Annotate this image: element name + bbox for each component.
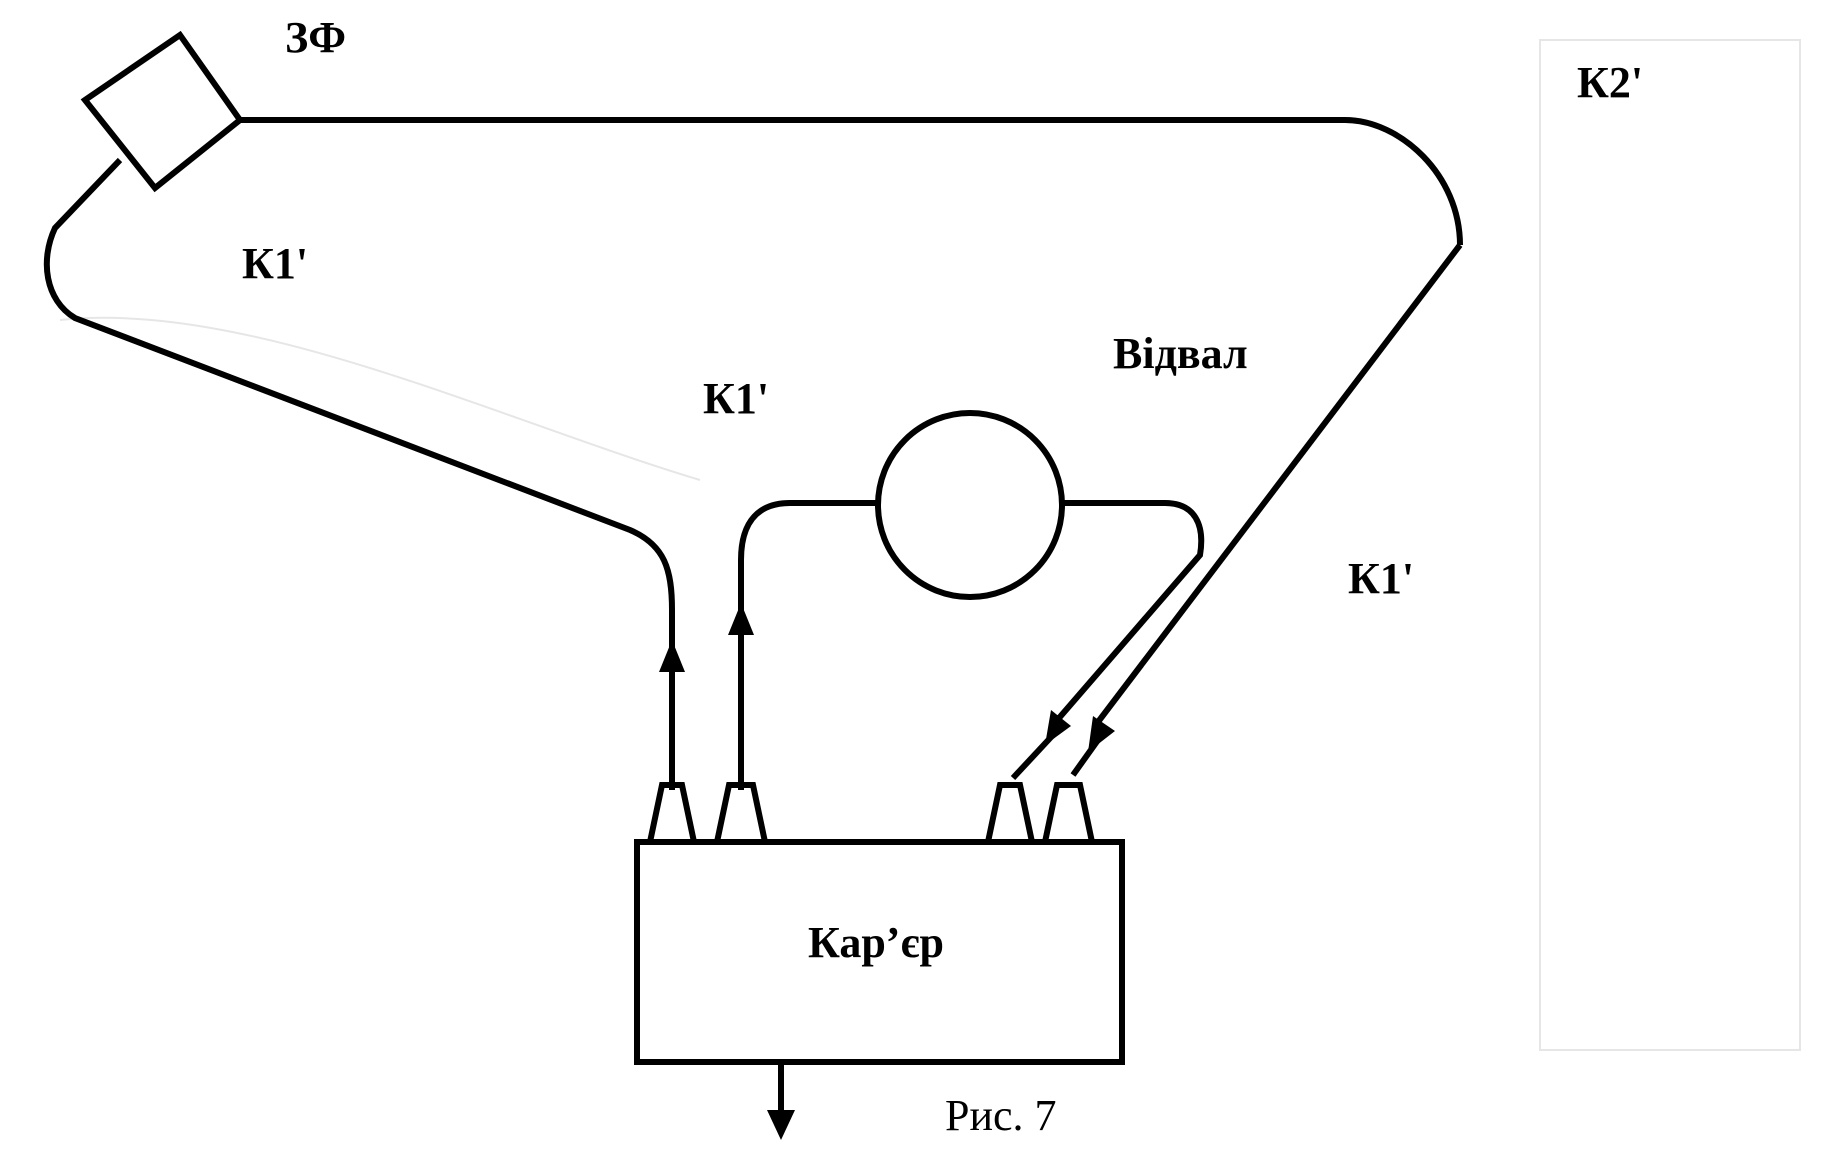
route-k1-right-tail (1070, 738, 1101, 777)
route-k2-label: К2' (1577, 58, 1643, 107)
route-k1-right-line (1095, 243, 1463, 724)
route-k1-left-line (43, 157, 675, 660)
dump-label: Відвал (1113, 329, 1248, 378)
route-dump-return-line (1050, 500, 1205, 727)
dump-circle-icon (875, 410, 1065, 600)
route-k1-left-label: К1' (242, 239, 308, 288)
loading-points (646, 782, 1096, 845)
quarry-box (634, 839, 1125, 1065)
figure-caption: Рис. 7 (945, 1091, 1057, 1140)
route-k1-middle-line (738, 500, 880, 790)
plant-square-icon (80, 30, 245, 193)
route-k1-left-arrowhead (659, 640, 685, 672)
loading-point-1 (646, 782, 698, 845)
scan-artifacts (59, 39, 1801, 1051)
plant-label: ЗФ (285, 13, 346, 62)
quarry-label: Кар’єр (808, 918, 944, 967)
route-k1-right-label: К1' (1348, 554, 1414, 603)
route-k1-middle-arrowhead (728, 603, 754, 635)
loading-point-2 (713, 782, 769, 845)
route-k1-middle-label: К1' (703, 374, 769, 423)
loading-point-4 (1041, 782, 1096, 845)
quarry-exit-arrowhead (767, 1110, 795, 1140)
route-dump-return-tail (1010, 732, 1056, 781)
loading-point-3 (984, 782, 1036, 845)
route-k2-top-line (240, 117, 1463, 246)
